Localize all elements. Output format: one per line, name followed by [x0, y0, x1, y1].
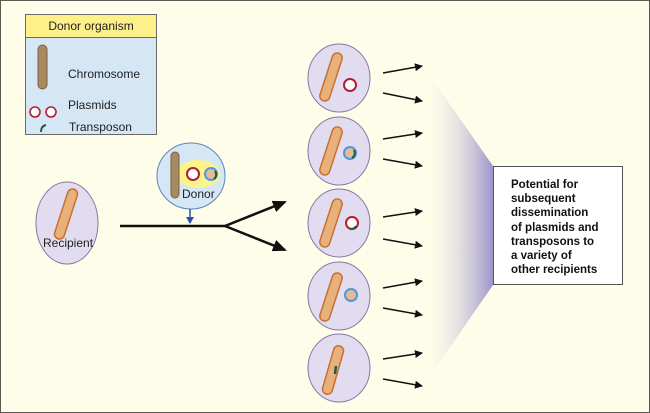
chromosome-icon [319, 198, 343, 248]
fork-arrow-down [224, 224, 287, 252]
legend-label-plasmids: Plasmids [68, 98, 117, 112]
dissemination-arrow [382, 130, 423, 140]
dissemination-arrows [382, 63, 423, 389]
result-cell [307, 188, 371, 258]
result-cell [307, 43, 371, 113]
donor-chromosome-icon [170, 151, 180, 199]
dissemination-fan [421, 63, 493, 389]
outcome-line: subsequent [511, 193, 576, 206]
chromosome-icon [321, 345, 345, 395]
transposon-icon [333, 365, 338, 375]
result-cell [307, 116, 371, 186]
chromosome-icon [319, 126, 343, 176]
dissemination-arrow [382, 378, 423, 389]
legend-icons [29, 44, 57, 133]
dissemination-arrow [382, 278, 423, 289]
donor-plasmid-icon [186, 167, 200, 181]
plasmid-icon [45, 106, 57, 118]
dissemination-arrow [382, 350, 423, 360]
legend-title: Donor organism [26, 15, 156, 38]
recipient-label: Recipient [43, 236, 94, 250]
dissemination-arrow [382, 63, 423, 74]
legend-label-chromosome: Chromosome [68, 67, 141, 81]
recipient-cell [35, 181, 99, 265]
recipient-chromosome-icon [53, 188, 79, 240]
outcome-line: dissemination [511, 207, 589, 220]
dissemination-arrow [382, 208, 423, 218]
dissemination-arrow [382, 92, 423, 104]
legend-label-transposon: Transposon [69, 120, 132, 134]
chromosome-icon [319, 52, 343, 102]
outcome-box: Potential for subsequent dissemination o… [493, 166, 623, 285]
donor-cell [156, 142, 226, 224]
outcome-line: transposons to [511, 235, 595, 248]
dissemination-arrow [382, 238, 423, 249]
fork-arrow-up [224, 200, 287, 228]
chromosome-icon [37, 44, 48, 90]
result-cell [307, 333, 371, 403]
outcome-line: other recipients [511, 264, 598, 277]
transposon-icon [40, 124, 47, 133]
outcome-line: Potential for [511, 179, 579, 191]
dissemination-arrow [382, 158, 423, 169]
plasmid-blue-icon [344, 288, 358, 302]
result-cell [307, 261, 371, 331]
chromosome-icon [319, 272, 343, 322]
dissemination-arrow [382, 307, 423, 318]
donor-label: Donor [182, 187, 215, 201]
plasmid-icon [343, 78, 357, 92]
plasmid-icon [29, 106, 41, 118]
outcome-line: a variety of [511, 250, 572, 263]
legend-box: Donor organism Chromosome Plasmids Trans… [25, 14, 157, 135]
outcome-line: of plasmids and [511, 221, 599, 234]
